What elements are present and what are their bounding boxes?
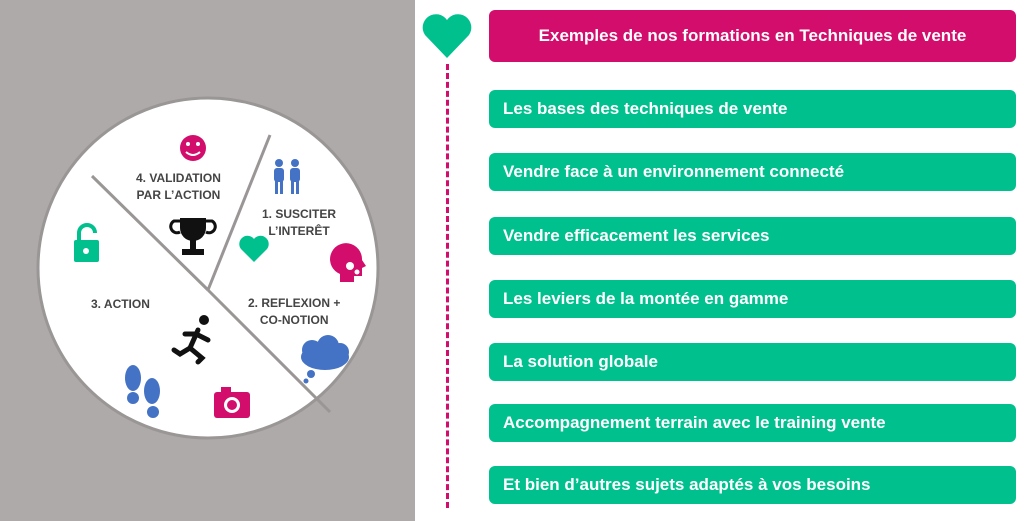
- segment-label-reflexion: 2. REFLEXION +CO-NOTION: [248, 296, 341, 327]
- timeline-dashed-line: [446, 64, 449, 508]
- divider-line: [206, 288, 332, 414]
- trophy-icon: [169, 218, 217, 255]
- footprints-icon: [125, 365, 160, 418]
- thought-cloud-icon: [301, 335, 349, 384]
- smiley-icon: [180, 135, 206, 161]
- divider-line: [206, 134, 272, 291]
- segment-label-action: 3. ACTION: [91, 297, 150, 311]
- list-item: Et bien d’autres sujets adaptés à vos be…: [489, 466, 1016, 504]
- page-title: Exemples de nos formations en Techniques…: [489, 10, 1016, 62]
- head-gears-icon: [330, 243, 366, 282]
- unlock-icon: [74, 223, 99, 262]
- list-item: Les leviers de la montée en gamme: [489, 280, 1016, 318]
- cycle-wheel: [36, 96, 380, 440]
- list-item: La solution globale: [489, 343, 1016, 381]
- camera-icon: [214, 387, 250, 418]
- people-icon: [274, 159, 300, 194]
- heart-icon: [239, 235, 269, 262]
- list-item: Vendre face à un environnement connecté: [489, 153, 1016, 191]
- list-item: Accompagnement terrain avec le training …: [489, 404, 1016, 442]
- divider-line: [90, 174, 210, 292]
- wheel-circle: [36, 96, 380, 440]
- runner-icon: [171, 315, 211, 365]
- list-item: Les bases des techniques de vente: [489, 90, 1016, 128]
- list-item: Vendre efficacement les services: [489, 217, 1016, 255]
- heart-icon: [422, 14, 472, 58]
